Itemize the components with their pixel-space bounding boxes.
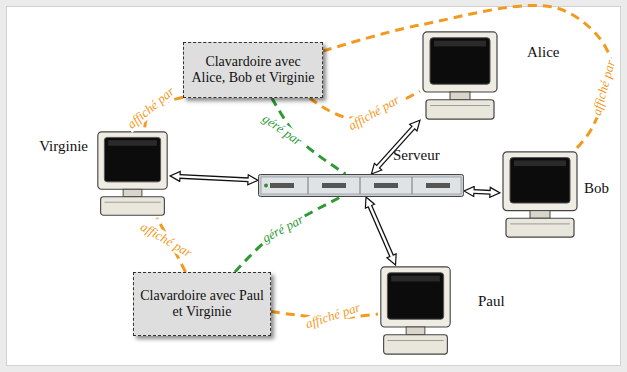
double-arrow: [474, 189, 490, 195]
edge-label: affiché par: [302, 300, 364, 332]
chat-title: Clavardoire avec Alice, Bob et Virginie: [190, 54, 316, 86]
computer-node: Alice: [420, 30, 500, 122]
computer-node: Virginie: [95, 130, 170, 218]
chat-box: Clavardoire avec Paul et Virginie: [133, 272, 271, 336]
arrow-core: [473, 190, 491, 193]
node-name: Bob: [584, 180, 609, 197]
chat-title: Clavardoire avec Paul et Virginie: [140, 288, 264, 320]
edge-label: affiché par: [589, 57, 619, 119]
dashed-link: [235, 197, 341, 272]
dashed-link: [323, 5, 612, 150]
edge-label: affiché par: [136, 219, 196, 262]
edge-label: géré par: [258, 211, 307, 246]
node-name: Serveur: [393, 147, 440, 164]
server-icon: [258, 174, 464, 197]
edge-label: affiché par: [344, 92, 404, 135]
computer-node: Bob: [500, 150, 580, 240]
edge-label: géré par: [258, 110, 306, 149]
computer-icon: [95, 130, 170, 218]
computer-icon: [500, 150, 580, 240]
node-name: Alice: [527, 44, 559, 61]
arrow-core: [370, 205, 392, 256]
chat-box: Clavardoire avec Alice, Bob et Virginie: [183, 42, 323, 98]
computer-node: Paul: [378, 265, 453, 357]
server-node: Serveur: [258, 174, 464, 197]
edge-label: affiché par: [123, 83, 179, 133]
double-arrow: [180, 176, 248, 179]
double-arrow: [370, 206, 392, 256]
node-name: Paul: [478, 293, 505, 310]
arrow-core: [179, 176, 249, 180]
computer-icon: [378, 265, 453, 357]
node-name: Virginie: [39, 138, 88, 155]
computer-icon: [420, 30, 500, 122]
